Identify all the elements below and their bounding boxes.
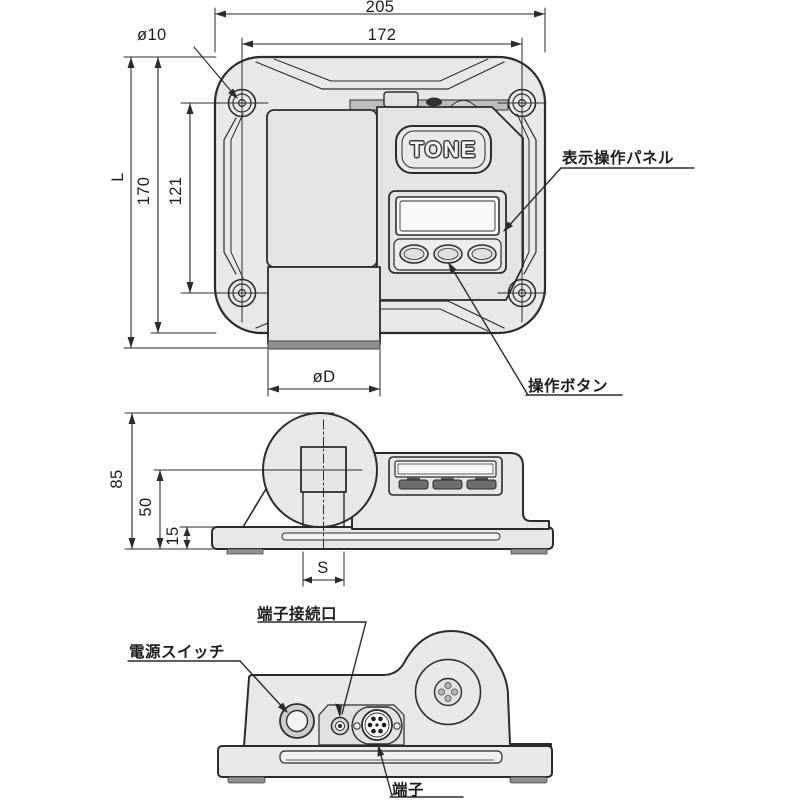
callout-power-switch: 電源スイッチ xyxy=(129,644,226,661)
hub-center xyxy=(433,677,463,707)
dim-hole-diameter: ø10 xyxy=(137,26,167,44)
dim-mount-width: 172 xyxy=(367,26,397,44)
dim-square-drive: S xyxy=(317,559,329,577)
callout-display-panel: 表示操作パネル xyxy=(562,150,675,167)
callout-terminal-port: 端子接続口 xyxy=(257,606,338,623)
arrowheads-side-view xyxy=(128,413,344,584)
tone-badge xyxy=(395,125,492,174)
dim-overall-width: 205 xyxy=(365,0,395,16)
dim-boss-diameter: øD xyxy=(312,368,336,386)
top-connector-dot xyxy=(426,97,442,107)
operation-button xyxy=(433,244,463,264)
callout-operation-buttons: 操作ボタン xyxy=(528,378,609,395)
top-view xyxy=(123,7,695,397)
tone-logo-text: TONE xyxy=(410,136,477,162)
front-view xyxy=(127,621,553,798)
dim-hole-pitch: 121 xyxy=(166,176,185,206)
lcd-display xyxy=(395,196,500,236)
dim-center-height: 50 xyxy=(136,497,155,517)
dim-body-length: 170 xyxy=(134,176,153,206)
dim-overall-length: L xyxy=(108,172,127,182)
arrowheads-front-view xyxy=(277,702,385,757)
operation-button xyxy=(399,244,429,264)
callout-terminal: 端子 xyxy=(392,782,425,799)
dim-base-height: 15 xyxy=(163,526,182,546)
connector-pins xyxy=(367,716,387,734)
side-view xyxy=(124,412,554,587)
dim-overall-height: 85 xyxy=(107,469,126,489)
arrowheads-top-view xyxy=(127,10,545,393)
module-left-plate xyxy=(266,109,378,268)
top-tab xyxy=(383,91,419,108)
hub-circle xyxy=(414,658,482,726)
boss-protrusion xyxy=(267,266,381,345)
operation-button xyxy=(467,244,497,264)
